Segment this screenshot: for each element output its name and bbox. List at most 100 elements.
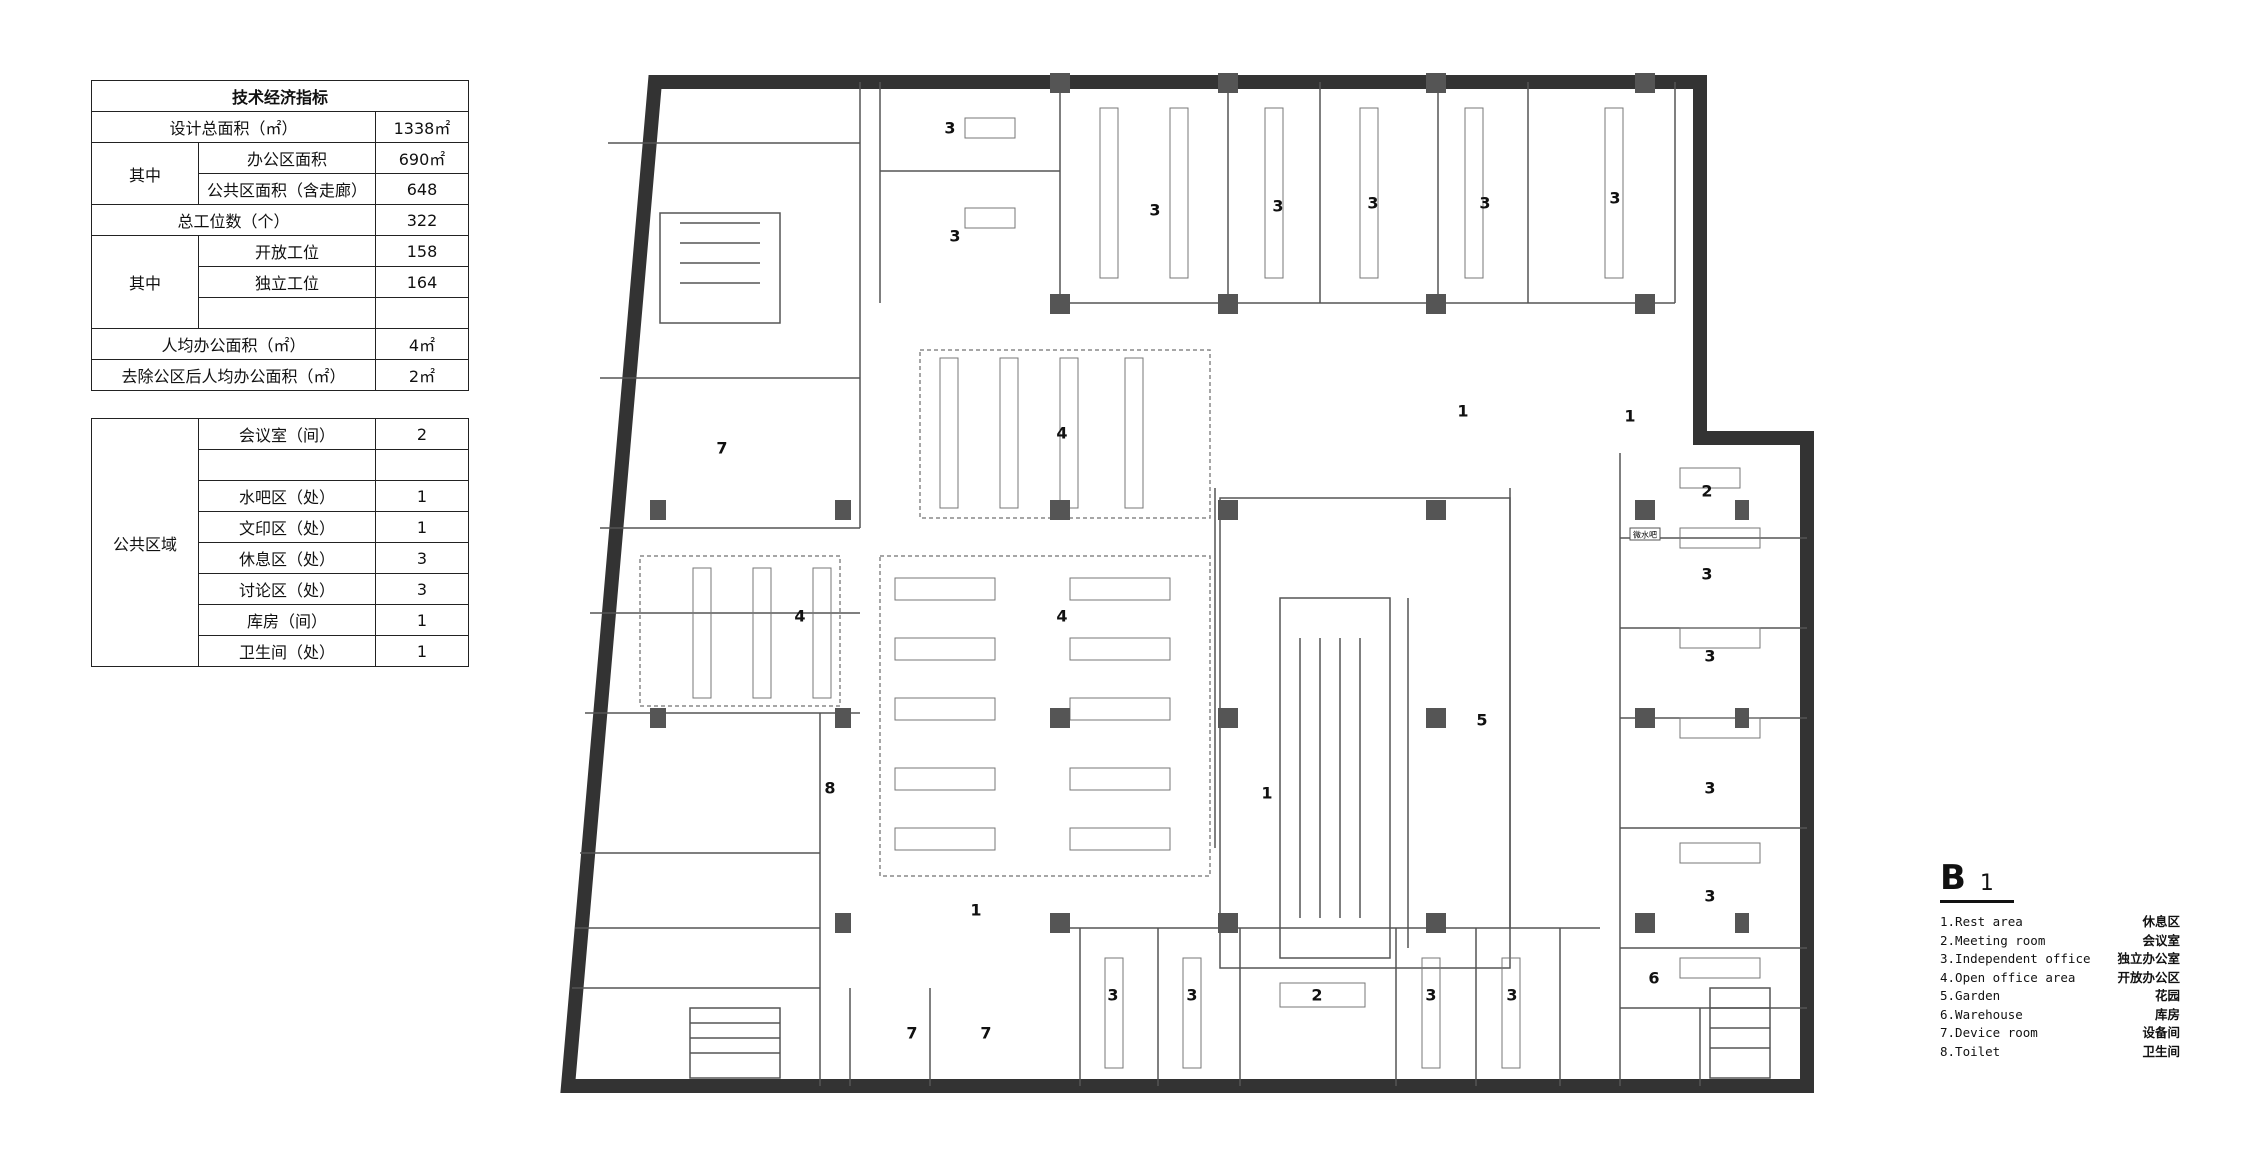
table-empty-cell [375,297,469,329]
legend-item-en: 1.Rest area [1940,914,2023,929]
table-label: 卫生间（处） [198,635,376,667]
legend-item-en: 8.Toilet [1940,1043,2001,1059]
legend-item-en: 5.Garden [1940,988,2001,1003]
room-number-label: 3 [1609,189,1620,208]
room-number-label: 3 [1704,887,1715,906]
room-number-label: 3 [1149,201,1160,220]
table-value: 648 [375,173,469,205]
room-number-label: 8 [824,779,835,798]
table-group: 其中 [91,142,199,205]
room-number-label: 3 [1425,986,1436,1005]
legend-item-en: 3.Independent office [1940,951,2091,966]
floor-number: 1 [1979,871,1994,896]
table-value: 690㎡ [375,142,469,174]
legend-item: 1.Rest area 休息区 [1940,913,2180,932]
table-value: 3 [375,573,469,605]
legend-item: 7.Device room 设备间 [1940,1024,2180,1043]
legend-item-en: 6.Warehouse [1940,1006,2023,1022]
legend-item-cn: 会议室 [2142,932,2180,948]
table-label: 公共区面积（含走廊） [198,173,376,205]
table-label: 文印区（处） [198,511,376,543]
table-value: 4㎡ [375,328,469,360]
table-value: 2 [375,418,469,450]
exterior-walls [560,75,1814,1093]
room-number-label: 3 [1186,986,1197,1005]
room-number-label: 1 [970,901,981,920]
table-group: 公共区域 [91,418,199,667]
floor-title: B 1 [1940,858,2180,898]
room-number-label: 3 [1704,779,1715,798]
legend-item-en: 7.Device room [1940,1025,2038,1040]
legend-item: 6.Warehouse 库房 [1940,1006,2180,1025]
legend-item-cn: 设备间 [2142,1025,2180,1040]
legend-item-en: 2.Meeting room [1940,932,2046,948]
room-number-label: 3 [1704,647,1715,666]
legend-item-cn: 休息区 [2142,914,2180,929]
room-number-label: 4 [1056,424,1067,443]
table-label: 库房（间） [198,604,376,636]
room-number-label: 3 [1367,194,1378,213]
room-number-label: 1 [1261,784,1272,803]
interior-walls [572,82,1807,1086]
room-number-label: 3 [944,119,955,138]
room-number-label: 5 [1476,711,1487,730]
room-number-label: 1 [1457,402,1468,421]
bar-sign-box [1629,527,1661,541]
table-value: 1338㎡ [375,111,469,143]
table-label: 去除公区后人均办公面积（㎡） [91,359,376,391]
table-value: 158 [375,235,469,267]
public-area-table: 公共区域会议室（间）2 水吧区（处）1 文印区（处）1 休息区（处）3 讨论区（… [91,418,469,667]
table-group: 其中 [91,235,199,329]
room-number-label: 3 [1479,194,1490,213]
table-label: 独立工位 [198,266,376,298]
room-number-label: 2 [1701,482,1712,501]
room-number-label: 7 [980,1024,991,1043]
room-number-label: 4 [1056,607,1067,626]
room-number-label: 2 [1311,986,1322,1005]
table-empty-cell [198,297,376,329]
table-label: 休息区（处） [198,542,376,574]
table-value: 3 [375,542,469,574]
table-label: 总工位数（个） [91,204,376,236]
structural-columns [650,73,1749,933]
table-label [198,449,376,481]
table-label: 会议室（间） [198,418,376,450]
title-underline [1940,900,2014,903]
legend-item-cn: 开放办公区 [2117,969,2180,985]
legend-item: 2.Meeting room 会议室 [1940,932,2180,951]
table-value [375,449,469,481]
room-number-label: 1 [1624,407,1635,426]
room-number-label: 3 [1272,197,1283,216]
table-value: 1 [375,480,469,512]
room-number-label: 3 [949,227,960,246]
table-label: 设计总面积（㎡） [91,111,376,143]
legend-item-cn: 独立办公室 [2117,951,2180,966]
table-value: 1 [375,511,469,543]
room-number-label: 4 [794,607,805,626]
table-title: 技术经济指标 [91,80,469,112]
table-label: 人均办公面积（㎡） [91,328,376,360]
table-value: 164 [375,266,469,298]
legend-item-cn: 卫生间 [2142,1043,2180,1059]
bar-sign-text: 微水吧 [1633,530,1657,540]
desks [692,107,1761,1069]
room-number-label: 3 [1701,565,1712,584]
table-label: 水吧区（处） [198,480,376,512]
floor-letter: B [1940,858,1966,898]
legend-item: 3.Independent office 独立办公室 [1940,950,2180,969]
room-number-label: 3 [1506,986,1517,1005]
legend-item: 8.Toilet 卫生间 [1940,1043,2180,1062]
table-value: 1 [375,604,469,636]
legend-item: 4.Open office area 开放办公区 [1940,969,2180,988]
table-label: 开放工位 [198,235,376,267]
legend: B 1 1.Rest area 休息区 2.Meeting room 会议室 3.Ind… [1940,858,2180,1061]
legend-item-cn: 库房 [2154,1006,2180,1022]
room-number-label: 3 [1107,986,1118,1005]
table-label: 办公区面积 [198,142,376,174]
table-value: 322 [375,204,469,236]
table-value: 1 [375,635,469,667]
legend-item-en: 4.Open office area [1940,969,2076,985]
